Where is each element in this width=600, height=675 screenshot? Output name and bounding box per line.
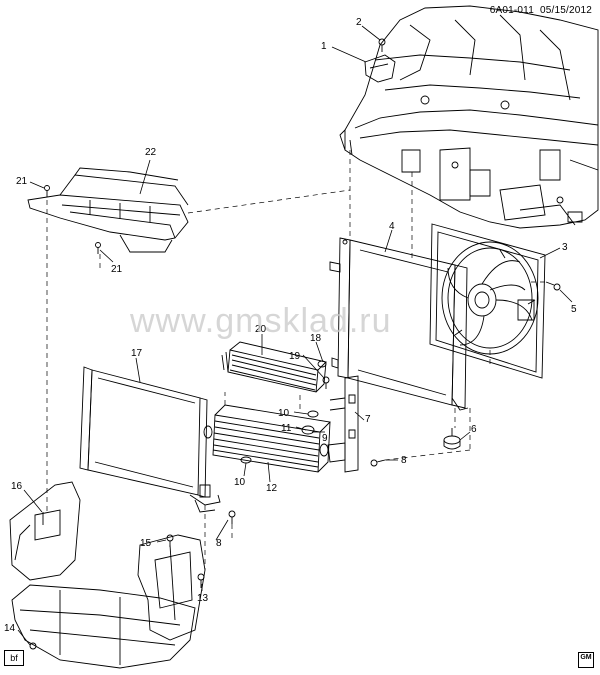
cooler-bracket [328,376,358,472]
ac-condenser [80,367,220,512]
callout-4: 4 [389,221,395,232]
callout-5: 5 [571,304,577,315]
baffle-clip-lower [96,243,101,255]
callout-13: 13 [197,593,209,604]
bracket-bolt-right [371,460,385,466]
callout-2: 2 [356,17,362,28]
callout-9: 9 [322,433,328,444]
view-tag: bf [4,650,24,666]
transmission-oil-cooler [222,342,326,392]
diagram-date: 05/15/2012 [539,5,592,16]
callout-8-right: 8 [401,455,407,466]
baffle-clip-upper [45,186,50,198]
callout-7: 7 [365,414,371,425]
callout-labels: 1 2 3 4 5 6 7 8 8 9 10 10 11 12 13 14 15… [4,17,577,634]
callout-18: 18 [310,333,322,344]
assembly-guide-lines [47,150,545,570]
deflector-clip-13 [198,574,204,588]
left-air-deflector [10,482,80,580]
condenser-bolt [229,511,235,524]
diagram-header: 6A01-011 05/15/2012 [490,5,592,16]
callout-19: 19 [289,351,301,362]
oil-cooler-bolt [323,377,329,389]
deflector-clip-15 [167,535,173,547]
upper-air-baffle [28,168,188,252]
auxiliary-cooler [204,405,330,472]
splash-shield-clip [30,643,36,649]
callout-14: 14 [4,623,16,634]
shroud-bolt [546,282,560,290]
callout-10-lower: 10 [234,477,246,488]
callout-10-upper: 10 [278,408,290,419]
callout-6: 6 [471,424,477,435]
callout-15: 15 [140,538,152,549]
oil-cooler-fitting [318,361,326,367]
callout-22: 22 [145,147,157,158]
bracket-bolt [379,39,385,52]
right-air-deflector [138,535,205,640]
callout-3: 3 [562,242,568,253]
callout-16: 16 [11,481,23,492]
callout-11: 11 [281,423,292,434]
callout-17: 17 [131,348,143,359]
radiator-isolator [444,428,460,449]
callout-8-left: 8 [216,538,222,549]
callout-21-upper: 21 [16,176,28,187]
cooling-fan-shroud [430,224,545,378]
diagram-code: 6A01-011 [489,5,534,16]
cooler-nut-upper [308,411,318,417]
callout-21-lower: 21 [111,264,123,275]
callout-1: 1 [321,41,327,52]
callout-20: 20 [255,324,267,335]
leader-lines [18,26,572,645]
callout-12: 12 [266,483,278,494]
cooler-seal [302,426,314,434]
radiator [330,238,468,410]
lower-splash-shield [12,585,195,668]
gm-logo: GM [578,652,594,668]
upper-bracket [365,55,395,82]
vehicle-front-structure [340,6,598,228]
